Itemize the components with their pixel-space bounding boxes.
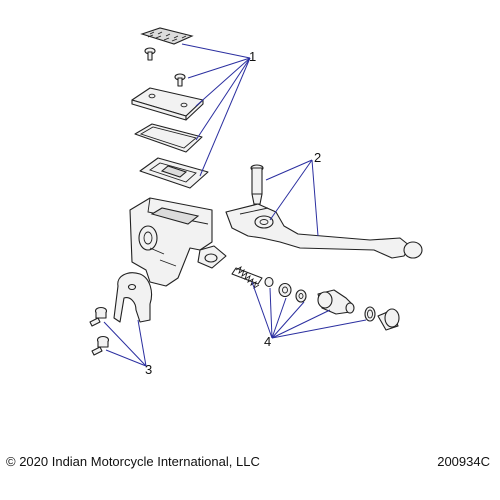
master-piston	[317, 289, 355, 315]
drawing-number: 200934C	[437, 454, 490, 469]
lever-pivot-bolt	[250, 164, 264, 205]
callout-1: 1	[181, 43, 256, 177]
reservoir-gasket	[139, 157, 209, 189]
return-spring	[231, 265, 263, 290]
callout-2: 2	[265, 150, 321, 237]
callout-number-4: 4	[264, 334, 271, 349]
callout-3: 3	[103, 319, 152, 377]
cap-diaphragm-plate	[134, 123, 203, 153]
brake-lever	[225, 203, 423, 259]
clamp-bolt-upper	[89, 306, 108, 327]
callout-number-2: 2	[314, 150, 321, 165]
copyright-notice: © 2020 Indian Motorcycle International, …	[6, 454, 260, 469]
piston-seal	[278, 282, 292, 298]
reservoir-cap	[131, 87, 204, 121]
snap-ring	[364, 306, 376, 322]
cover-screw-left	[144, 47, 156, 61]
cover-screw-right	[174, 73, 186, 87]
dust-boot	[377, 308, 400, 331]
clamp-bolt-lower	[91, 335, 110, 356]
reservoir-label-decal	[140, 27, 194, 45]
handlebar-clamp	[113, 272, 153, 323]
piston-cup	[295, 289, 307, 303]
callout-number-3: 3	[145, 362, 152, 377]
callout-4: 4	[251, 281, 367, 349]
piston-washer	[264, 276, 274, 288]
callout-number-1: 1	[249, 49, 256, 64]
master-cylinder-body	[129, 197, 227, 287]
